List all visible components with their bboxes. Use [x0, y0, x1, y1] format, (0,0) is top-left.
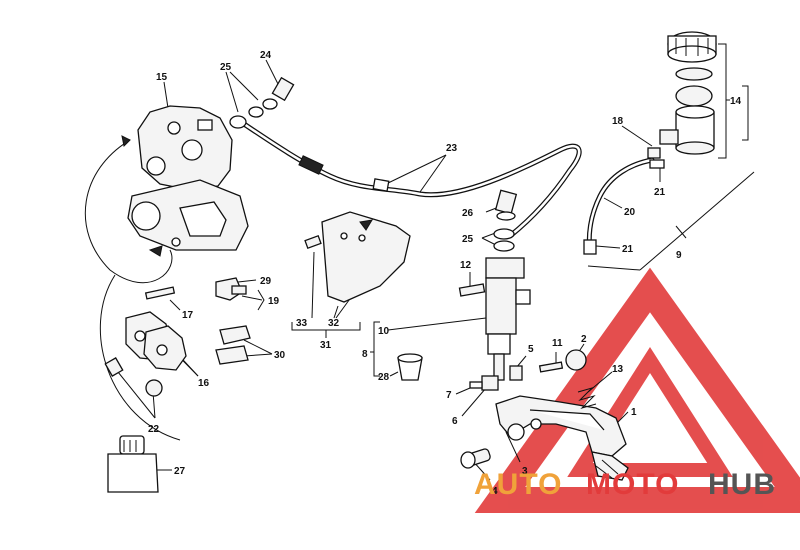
- label-part-21a: 21: [654, 187, 666, 198]
- label-part-14: 14: [730, 96, 742, 107]
- label-part-15: 15: [156, 72, 168, 83]
- brake-caliper: [127, 105, 249, 251]
- brake-fluid-bottle: [107, 435, 159, 493]
- label-part-4: 4: [492, 486, 498, 497]
- label-part-26: 26: [462, 208, 474, 219]
- label-part-20: 20: [624, 207, 636, 218]
- label-part-24: 24: [260, 50, 272, 61]
- label-part-6: 6: [452, 416, 458, 427]
- brake-lines: [241, 121, 655, 255]
- fluid-reservoir: [647, 31, 717, 169]
- label-part-16: 16: [198, 378, 210, 389]
- label-part-13: 13: [612, 364, 624, 375]
- watermark-text-moto: MOTO: [586, 468, 679, 501]
- label-part-17: 17: [182, 310, 194, 321]
- label-part-30: 30: [274, 350, 286, 361]
- label-part-10: 10: [378, 326, 390, 337]
- heat-guard: [304, 211, 411, 303]
- label-part-12: 12: [460, 260, 472, 271]
- brake-pedal: [397, 349, 629, 481]
- label-part-5: 5: [528, 344, 534, 355]
- label-part-31: 31: [320, 340, 332, 351]
- label-part-2: 2: [581, 334, 587, 345]
- part-labels: 1 2 3 4 5 6 7 8 9 10 11 12 13 14 15 16 1…: [148, 50, 742, 497]
- watermark-text-hub: HUB: [708, 468, 776, 501]
- label-part-27: 27: [174, 466, 186, 477]
- label-part-25b: 25: [462, 234, 474, 245]
- master-cylinder: [458, 189, 531, 391]
- label-part-19: 19: [268, 296, 280, 307]
- label-part-28: 28: [378, 372, 390, 383]
- label-part-8: 8: [362, 349, 368, 360]
- label-part-33: 33: [296, 318, 308, 329]
- leader-lines: [84, 43, 755, 481]
- brake-pads: [104, 277, 251, 397]
- label-part-3: 3: [522, 466, 528, 477]
- watermark-text: AUTO MOTO HUB: [474, 468, 776, 501]
- watermark-text-auto: AUTO: [474, 468, 562, 501]
- label-part-7: 7: [446, 390, 452, 401]
- label-part-29: 29: [260, 276, 272, 287]
- label-part-32: 32: [328, 318, 340, 329]
- label-part-25a: 25: [220, 62, 232, 73]
- label-part-9: 9: [676, 250, 682, 261]
- label-part-1: 1: [631, 407, 637, 418]
- banjo-bolt-top: [229, 76, 295, 129]
- label-part-23: 23: [446, 143, 458, 154]
- label-part-21b: 21: [622, 244, 634, 255]
- label-part-18: 18: [612, 116, 624, 127]
- label-part-11: 11: [552, 338, 563, 349]
- label-part-22: 22: [148, 424, 160, 435]
